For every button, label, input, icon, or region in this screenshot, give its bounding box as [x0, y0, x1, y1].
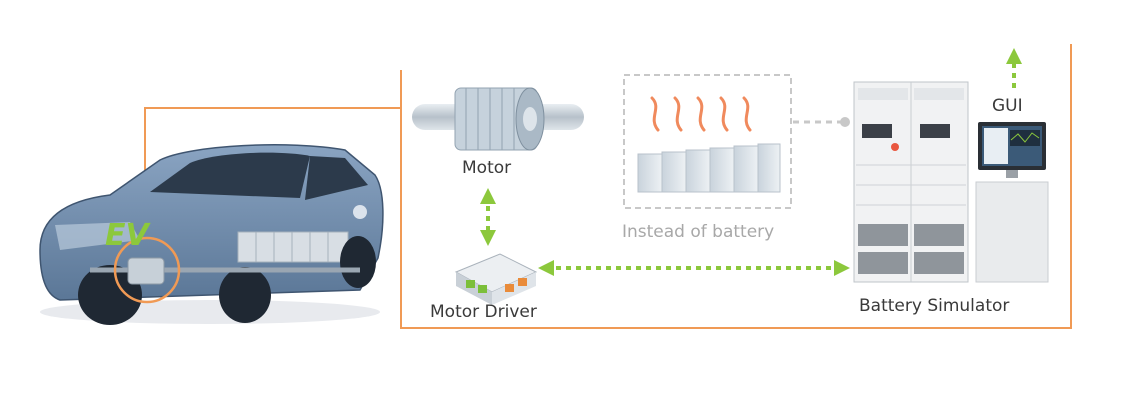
- motor-icon: [412, 87, 584, 151]
- ev-logo: EV: [105, 218, 151, 253]
- data-flow-arrows: [480, 48, 1022, 276]
- battery-simulator-label: Battery Simulator: [859, 296, 1010, 316]
- car-motor-highlight: [113, 236, 181, 304]
- instead-of-battery-label: Instead of battery: [622, 222, 775, 242]
- gui-workstation: [975, 122, 1049, 283]
- gui-label: GUI: [992, 96, 1023, 116]
- motor-driver-icon: [454, 253, 538, 305]
- battery-cells-icon: [637, 143, 781, 193]
- battery-pack-box: [623, 74, 792, 209]
- battery-link-dot: [840, 117, 850, 127]
- ev-car: [39, 144, 384, 325]
- motor-driver-label: Motor Driver: [430, 302, 537, 322]
- motor-label: Motor: [462, 158, 512, 178]
- battery-simulator-cabinet: [853, 81, 969, 283]
- heat-waves-icon: [650, 96, 752, 132]
